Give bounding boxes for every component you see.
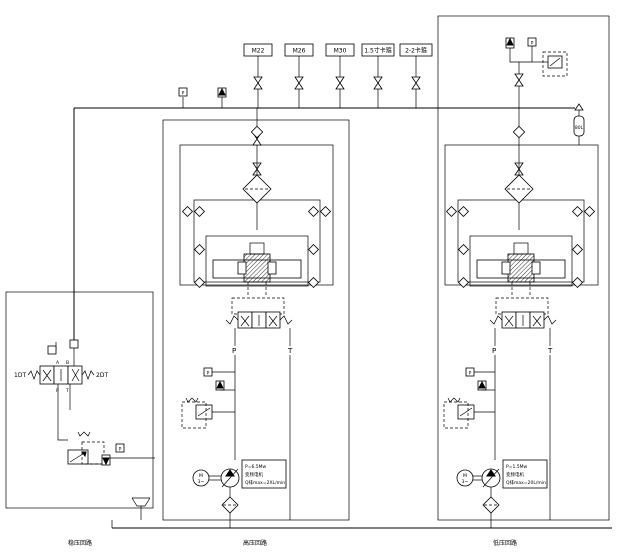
- consumer-outlet: M26: [284, 43, 314, 108]
- consumer-label: M30: [334, 48, 347, 55]
- intensifier-block: [205, 235, 309, 296]
- solenoid-1dt-label: 1DT: [14, 372, 26, 379]
- left-circuit-caption: 稳压回路: [68, 539, 92, 547]
- low-pressure-gauge: P: [469, 371, 472, 377]
- main-directional-valve: [225, 297, 293, 329]
- port-p-label: P: [492, 347, 496, 355]
- port-p-label: P: [232, 347, 236, 355]
- motor-phase-label: 3~: [462, 479, 469, 485]
- port-t-label: T: [287, 347, 293, 355]
- reservoir-tank: [131, 497, 151, 520]
- motor-pump: M 3~: [192, 468, 240, 488]
- intensifier-block: [469, 235, 573, 296]
- consumer-outlet: M22: [243, 43, 273, 108]
- consumer-label: 1.5寸卡箍: [364, 47, 392, 55]
- consumer-label: 2-2卡箍: [405, 47, 427, 55]
- low-pressure-circuit: P 80L: [437, 15, 610, 547]
- consumer-outlet: 1.5寸卡箍: [361, 43, 395, 108]
- consumer-outlets: M22 M26 M30 1.5寸卡箍: [243, 43, 433, 108]
- solenoid-2dt-label: 2DT: [96, 372, 108, 379]
- port-p-label: P: [56, 388, 59, 394]
- port-t-label: T: [547, 347, 553, 355]
- main-pressure-header: P: [73, 87, 575, 342]
- motor-m-label: M: [199, 473, 203, 479]
- consumer-outlet: 2-2卡箍: [399, 43, 433, 108]
- high-motor-spec-1: P=6.5Mw: [245, 464, 267, 470]
- left-circuit: 1DT 2DT A B P T P: [5, 291, 155, 547]
- motor-phase-label: 3~: [198, 479, 205, 485]
- low-pressure-gauge-top: P: [531, 41, 534, 47]
- accumulator: 80L: [573, 103, 585, 145]
- port-t-label: T: [65, 388, 69, 394]
- consumer-label: M26: [293, 48, 306, 55]
- accumulator-label: 80L: [575, 125, 584, 131]
- low-circuit-caption: 低压回路: [493, 539, 517, 547]
- port-b-label: B: [66, 360, 69, 366]
- left-pressure-gauge: P: [119, 447, 122, 453]
- high-motor-spec-2: 变频电机: [245, 471, 263, 478]
- tank-return-line: [111, 520, 612, 529]
- high-pressure-circuit: P T P M 3~ P=6.5Mw 变频电机 Q排max=2XL/mi: [162, 108, 350, 547]
- low-motor-spec-3: Q排max=20L/min: [506, 479, 546, 486]
- high-motor-spec-3: Q排max=2XL/min: [245, 479, 285, 486]
- motor-m-label: M: [463, 473, 467, 479]
- high-pressure-gauge: P: [207, 371, 210, 377]
- header-pressure-gauge: P: [182, 91, 185, 97]
- main-directional-valve: [489, 297, 557, 329]
- consumer-label: M22: [252, 48, 265, 55]
- high-circuit-caption: 高压回路: [243, 539, 267, 547]
- consumer-outlet: M30: [325, 43, 355, 108]
- directional-valve: 1DT 2DT A B P T: [14, 360, 108, 394]
- low-motor-spec-1: P=1.5Mw: [506, 464, 528, 470]
- port-a-label: A: [56, 360, 60, 366]
- low-motor-spec-2: 变频电机: [506, 471, 524, 478]
- motor-pump: M 3~: [456, 468, 501, 488]
